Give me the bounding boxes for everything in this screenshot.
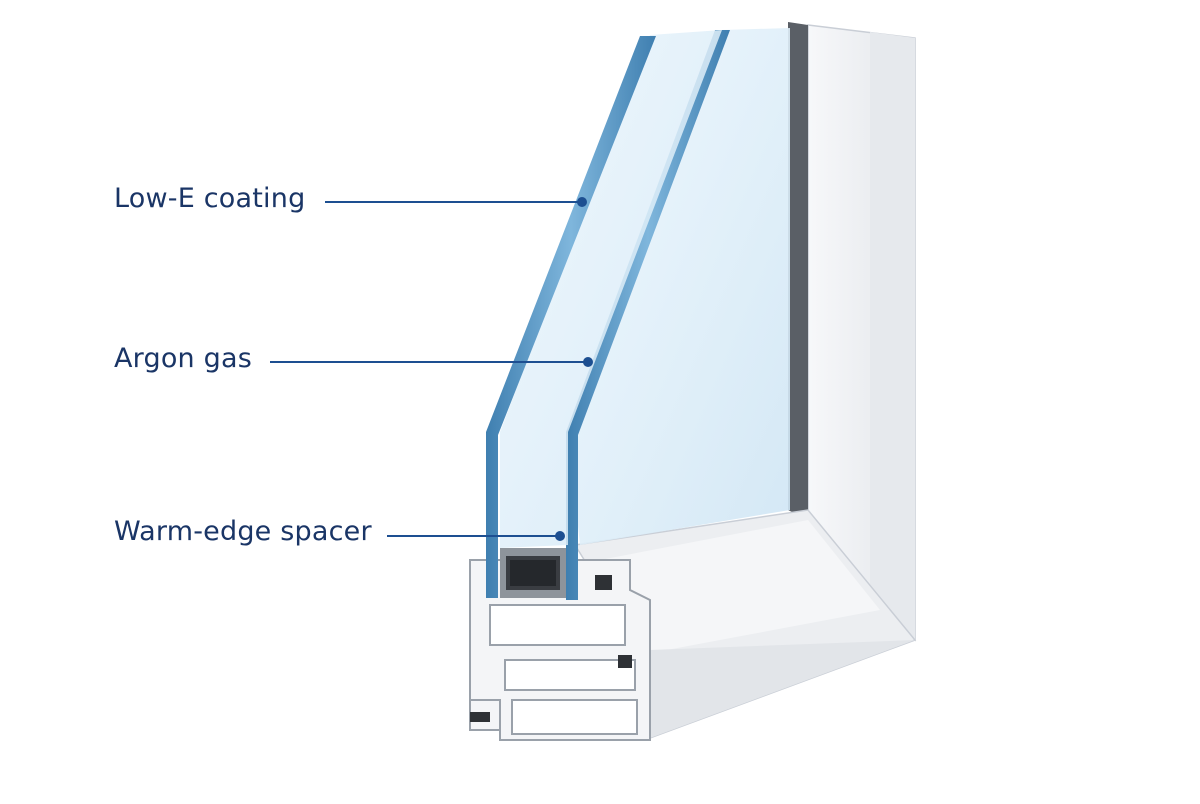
label-argon-gas: Argon gas — [114, 343, 252, 374]
label-low-e-coating: Low-E coating — [114, 183, 306, 214]
label-warm-edge-spacer: Warm-edge spacer — [114, 516, 372, 547]
profile-chambers — [469, 559, 651, 741]
dot-marker-icon — [577, 197, 587, 207]
outer-glass-pane — [486, 30, 722, 598]
dot-marker-icon — [555, 531, 565, 541]
warm-edge-spacer — [500, 548, 566, 598]
inner-glass-pane — [566, 28, 790, 600]
frame-stile — [788, 22, 916, 642]
dot-marker-icon — [583, 357, 593, 367]
frame-rail — [573, 509, 917, 740]
leader-lines — [270, 197, 593, 541]
